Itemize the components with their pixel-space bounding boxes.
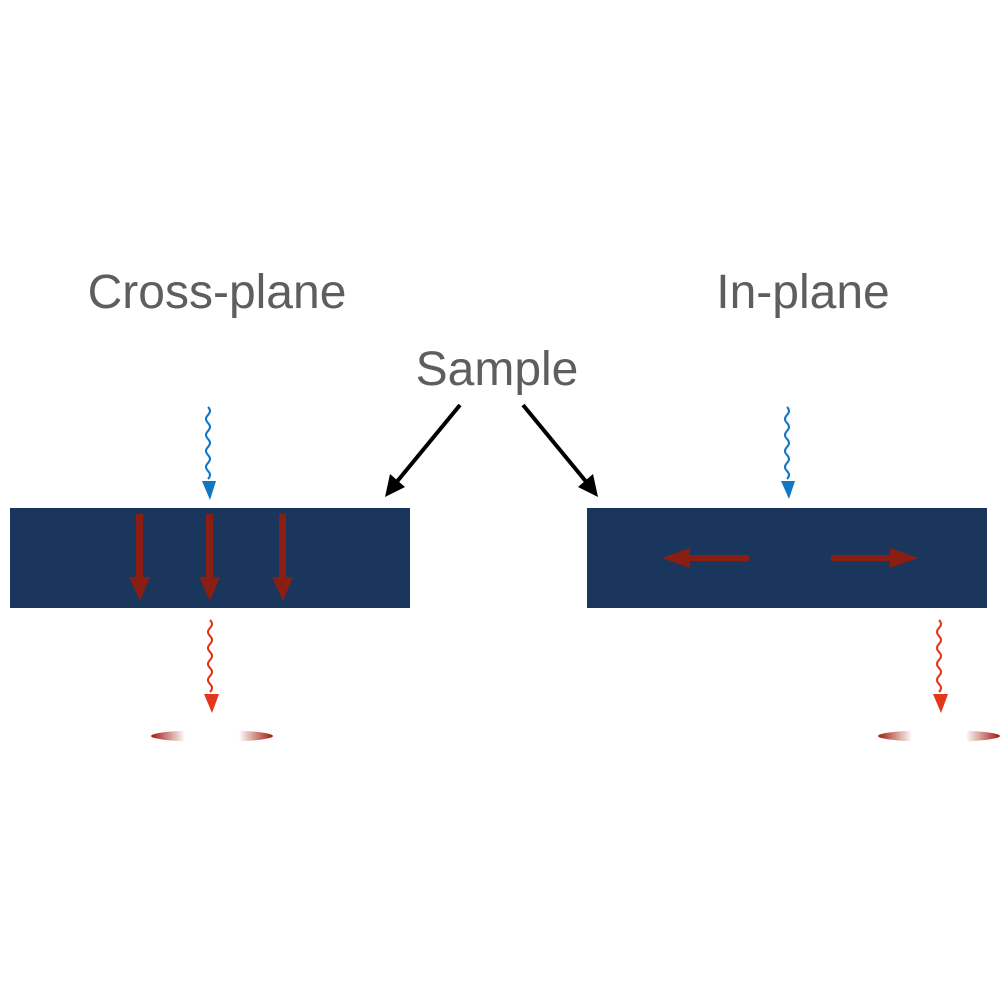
in-plane-title: In-plane <box>716 266 889 319</box>
in-plane-heat-arrows <box>662 548 918 568</box>
pointer-arrow-left <box>385 403 462 497</box>
pointer-arrow-right <box>521 403 598 497</box>
emitted-light-wave-in-plane <box>933 619 948 713</box>
heat-arrow-down-1 <box>129 514 150 601</box>
heat-arrow-down-3 <box>272 514 293 601</box>
incident-light-wave-cross-plane <box>202 406 216 500</box>
heat-arrow-left <box>662 548 749 568</box>
incident-light-wave-in-plane <box>781 406 795 499</box>
cross-plane-heat-arrows <box>129 514 293 601</box>
in-plane-sample <box>587 508 987 608</box>
detector-spot-cross-plane <box>151 730 273 742</box>
emitted-light-wave-cross-plane <box>204 619 219 713</box>
sample-label: Sample <box>416 343 579 396</box>
heat-arrow-down-2 <box>199 514 220 601</box>
heat-arrow-right <box>831 548 918 568</box>
detector-spot-in-plane <box>878 730 1000 742</box>
cross-plane-title: Cross-plane <box>88 266 347 319</box>
